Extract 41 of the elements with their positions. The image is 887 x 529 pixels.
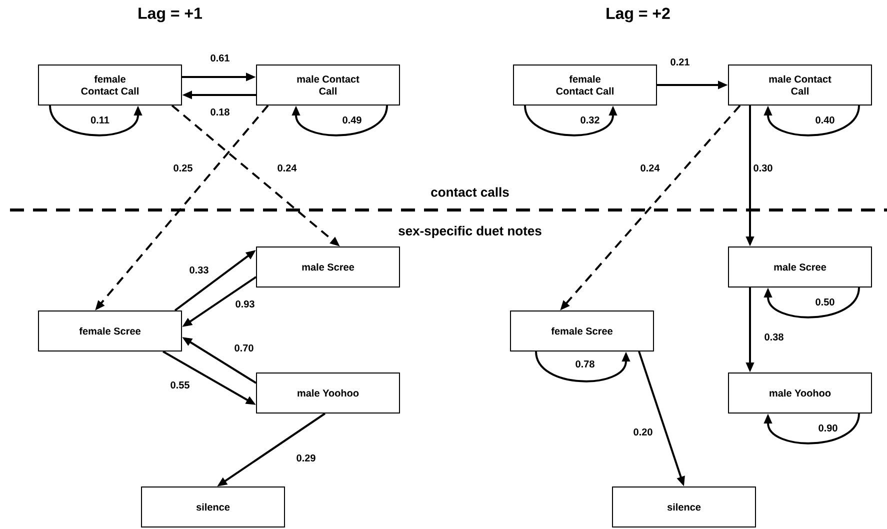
edge-label: 0.29 bbox=[295, 453, 317, 463]
state-box: male Yoohoo bbox=[256, 372, 400, 414]
state-box: male Scree bbox=[728, 246, 872, 288]
edge-label: 0.20 bbox=[632, 427, 654, 437]
edge-label: 0.11 bbox=[90, 115, 110, 125]
edge-label: 0.78 bbox=[574, 359, 596, 369]
edge-label: 0.18 bbox=[209, 107, 231, 117]
edge-label: 0.61 bbox=[209, 53, 231, 63]
arrow bbox=[764, 287, 860, 318]
state-box: male Contact Call bbox=[728, 64, 872, 106]
section-label: contact calls bbox=[430, 186, 510, 198]
state-box: female Contact Call bbox=[513, 64, 657, 106]
state-box: male Contact Call bbox=[256, 64, 400, 106]
state-box: female Scree bbox=[38, 310, 182, 352]
edge-label: 0.30 bbox=[752, 163, 774, 173]
edge-label: 0.33 bbox=[188, 265, 210, 275]
arrow bbox=[292, 105, 388, 136]
edge-label: 0.24 bbox=[639, 163, 661, 173]
panel-title: Lag = +1 bbox=[136, 6, 204, 24]
edge-label: 0.40 bbox=[814, 115, 836, 125]
edge-label: 0.32 bbox=[579, 115, 601, 125]
edge-label: 0.93 bbox=[234, 299, 256, 309]
edge-label: 0.49 bbox=[341, 115, 363, 125]
state-box: male Scree bbox=[256, 246, 400, 288]
edge-label: 0.25 bbox=[172, 163, 194, 173]
edge-label: 0.38 bbox=[763, 332, 785, 342]
edge-label: 0.50 bbox=[814, 297, 836, 307]
edge-label: 0.21 bbox=[669, 57, 691, 67]
state-box: female Scree bbox=[510, 310, 654, 352]
state-box: female Contact Call bbox=[38, 64, 182, 106]
edge-label: 0.90 bbox=[817, 423, 839, 433]
edge-label: 0.24 bbox=[276, 163, 298, 173]
panel-title: Lag = +2 bbox=[604, 6, 672, 24]
section-label: sex-specific duet notes bbox=[397, 224, 543, 240]
edge-label: 0.70 bbox=[233, 343, 255, 353]
state-box: silence bbox=[612, 486, 756, 528]
state-box: male Yoohoo bbox=[728, 372, 872, 414]
edge-label: 0.55 bbox=[169, 380, 191, 390]
arrow bbox=[764, 413, 860, 444]
state-box: silence bbox=[141, 486, 285, 528]
arrow bbox=[764, 105, 860, 136]
